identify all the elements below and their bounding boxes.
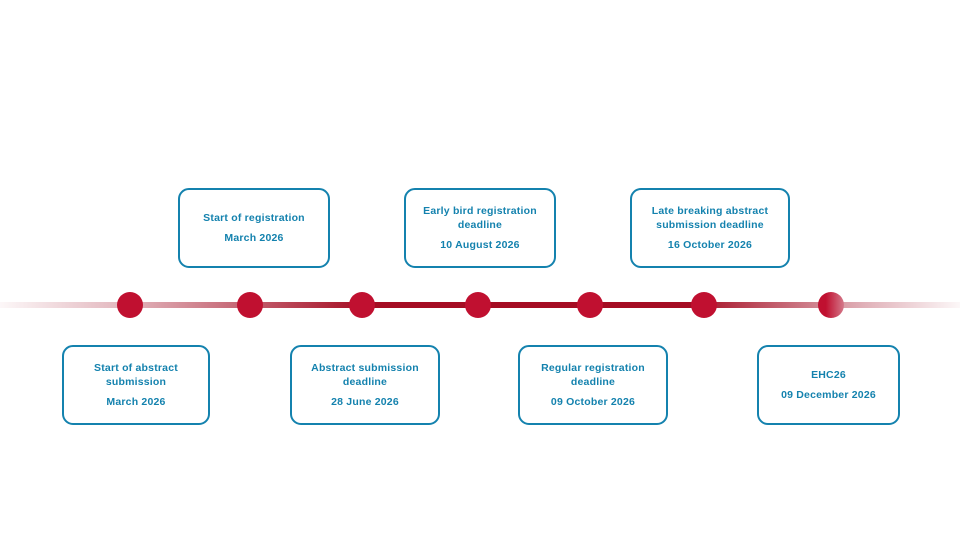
timeline-dot <box>691 292 717 318</box>
event-card-regular-registration-deadline: Regular registration deadline 09 October… <box>518 345 668 425</box>
event-card-early-bird-deadline: Early bird registration deadline 10 Augu… <box>404 188 556 268</box>
timeline-dot <box>465 292 491 318</box>
event-date: March 2026 <box>224 232 284 245</box>
event-title: Start of registration <box>203 211 305 224</box>
event-title: Start of abstract submission <box>94 362 178 388</box>
event-date: 16 October 2026 <box>667 238 753 251</box>
event-title: Regular registration deadline <box>541 362 645 388</box>
event-date: 10 August 2026 <box>440 238 520 251</box>
event-card-abstract-deadline: Abstract submission deadline 28 June 202… <box>290 345 440 425</box>
event-title: Early bird registration deadline <box>423 205 537 231</box>
event-card-conference: EHC26 09 December 2026 <box>757 345 900 425</box>
event-title: Abstract submission deadline <box>311 362 419 388</box>
event-card-start-registration: Start of registration March 2026 <box>178 188 330 268</box>
event-title: Late breaking abstract submission deadli… <box>651 205 769 231</box>
event-title: EHC26 <box>811 368 846 381</box>
timeline-dot <box>577 292 603 318</box>
timeline-dot <box>349 292 375 318</box>
event-date: 28 June 2026 <box>331 395 399 408</box>
event-date: 09 October 2026 <box>550 395 636 408</box>
event-date: 09 December 2026 <box>781 389 876 402</box>
timeline-dot <box>818 292 844 318</box>
event-card-late-breaking-deadline: Late breaking abstract submission deadli… <box>630 188 790 268</box>
timeline-dot <box>117 292 143 318</box>
timeline-dot <box>237 292 263 318</box>
event-card-start-abstract-submission: Start of abstract submission March 2026 <box>62 345 210 425</box>
event-date: March 2026 <box>106 395 166 408</box>
